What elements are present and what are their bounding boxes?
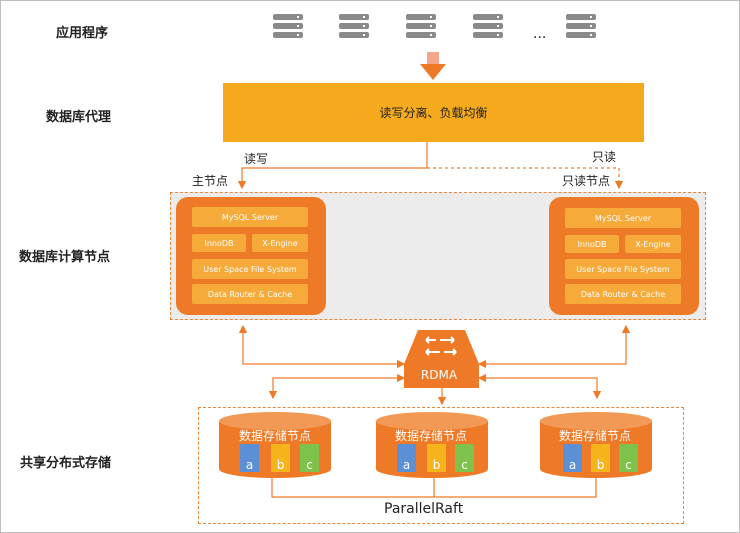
server-ellipsis: ... [533,26,547,42]
data-block-c: c [455,444,474,472]
readonly-node-label: 只读节点 [562,174,611,188]
server-icon [406,14,436,40]
storage-node-title: 数据存储节点 [559,429,632,443]
storage1-rdma-link [268,373,406,400]
data-router-chip: Data Router & Cache [565,284,681,304]
data-block-c: c [300,444,319,472]
storage-node-title: 数据存储节点 [239,429,312,443]
data-block-b: b [427,444,446,472]
server-icon [473,14,503,40]
server-icon [339,14,369,40]
mysql-server-chip: MySQL Server [192,207,308,227]
rdma-switch-icon [404,330,479,388]
proxy-box: 读写分离、负载均衡 [223,83,644,142]
rw-connector [237,142,428,190]
data-block-b: b [271,444,290,472]
row-label-app: 应用程序 [56,26,109,41]
row-label-compute: 数据库计算节点 [19,250,111,265]
primary-compute-node: MySQL Server InnoDB X-Engine User Space … [176,197,326,315]
storage3-rdma-link [477,373,602,400]
xengine-chip: X-Engine [625,235,681,253]
primary-rdma-link [238,324,406,369]
usfs-chip: User Space File System [565,259,681,279]
mysql-server-chip: MySQL Server [565,208,681,228]
data-block-b: b [591,444,610,472]
innodb-chip: InnoDB [565,235,619,253]
storage-node-title: 数据存储节点 [395,429,468,443]
readonly-rdma-link [477,324,631,369]
data-block-a: a [397,444,416,472]
server-icon [566,14,596,40]
rdma-label: RDMA [420,368,458,382]
ro-label: 只读 [592,150,617,164]
innodb-chip: InnoDB [192,234,246,252]
data-block-c: c [619,444,638,472]
xengine-chip: X-Engine [252,234,308,252]
primary-node-label: 主节点 [192,174,229,188]
server-icon [273,14,303,40]
storage-region [198,407,684,524]
data-block-a: a [240,444,259,472]
parallelraft-label: ParallelRaft [384,501,464,517]
row-label-proxy: 数据库代理 [46,110,112,125]
rw-label: 读写 [244,152,269,166]
data-block-a: a [563,444,582,472]
usfs-chip: User Space File System [192,259,308,279]
down-arrow-icon [420,52,446,80]
readonly-compute-node: MySQL Server InnoDB X-Engine User Space … [549,197,699,315]
row-label-storage: 共享分布式存储 [20,456,112,471]
ro-connector [427,167,624,190]
data-router-chip: Data Router & Cache [192,284,308,304]
